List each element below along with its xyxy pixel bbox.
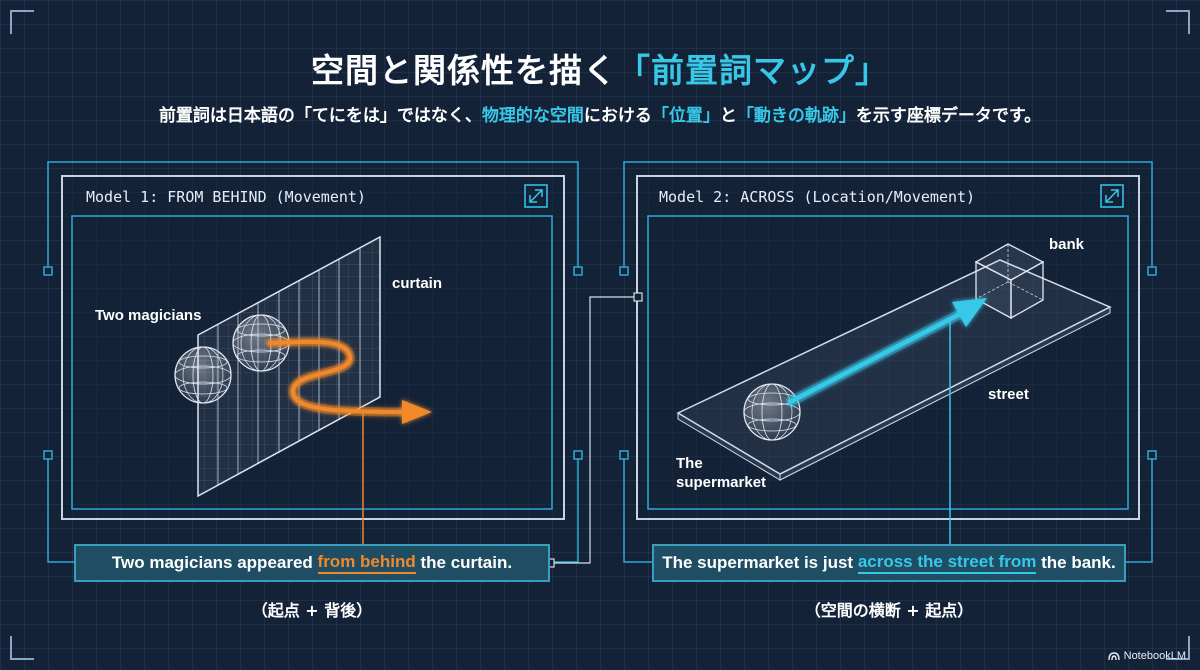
label-street: street <box>988 386 1029 403</box>
brand-name: NotebookLM <box>1123 650 1186 662</box>
subtitle-part-highlight: 物理的な空間 <box>481 106 584 126</box>
label-two-magicians: Two magicians <box>95 307 202 324</box>
label-supermarket-line1: The <box>676 455 703 472</box>
supermarket-sphere <box>743 383 801 441</box>
across-path-arrow <box>785 298 987 408</box>
brand-logo: NotebookLM <box>1107 650 1186 662</box>
label-bank: bank <box>1049 236 1085 253</box>
page-subtitle: 前置詞は日本語の「てにをは」ではなく、物理的な空間における「位置」と「動きの軌跡… <box>0 101 1200 126</box>
model2-caption: （空間の横断 + 起点） <box>804 601 974 620</box>
panel-connector <box>545 292 643 568</box>
from-behind-path-arrow <box>265 337 432 424</box>
subtitle-part: における <box>583 106 652 126</box>
model1-title: Model 1: FROM BEHIND (Movement) <box>86 188 366 206</box>
subtitle-part-highlight: 「動きの軌跡」 <box>736 106 856 126</box>
subtitle-part: と <box>719 106 737 126</box>
corner-bracket-bottom-right <box>1166 636 1190 660</box>
model1-sentence: Two magicians appeared from behind the c… <box>74 544 550 582</box>
sentence-highlight: across the street from <box>857 552 1037 574</box>
corner-bracket-bottom-left <box>10 636 34 660</box>
expand-icon[interactable] <box>1100 184 1124 208</box>
sentence-text: The supermarket is just <box>662 553 858 572</box>
subtitle-part-highlight: 「位置」 <box>651 106 720 126</box>
label-supermarket-line2: supermarket <box>676 474 767 491</box>
sentence-highlight: from behind <box>317 552 416 574</box>
subtitle-part: を示す座標データです。 <box>855 106 1042 126</box>
model1-caption: （起点 + 背後） <box>251 601 373 620</box>
bank-cube <box>974 243 1045 320</box>
corner-bracket-top-left <box>10 10 34 34</box>
model2-sentence: The supermarket is just across the stree… <box>652 544 1126 582</box>
sentence-text: the curtain. <box>415 553 513 572</box>
label-curtain: curtain <box>392 275 443 292</box>
subtitle-part: 前置詞は日本語の「てにをは」ではなく、 <box>158 106 482 126</box>
curtain-panel <box>197 235 381 498</box>
title-highlight: 「前置詞マップ」 <box>617 51 889 90</box>
notebooklm-icon <box>1107 652 1120 661</box>
expand-icon[interactable] <box>524 184 548 208</box>
magician-sphere-front <box>174 346 232 404</box>
sentence-text: the bank. <box>1036 553 1116 572</box>
page-title: 空間と関係性を描く「前置詞マップ」 <box>0 44 1200 92</box>
title-main: 空間と関係性を描く <box>311 51 617 90</box>
label-supermarket: The supermarket <box>676 454 766 492</box>
model2-title: Model 2: ACROSS (Location/Movement) <box>659 188 976 206</box>
corner-bracket-top-right <box>1166 10 1190 34</box>
sentence-text: Two magicians appeared <box>111 553 318 572</box>
